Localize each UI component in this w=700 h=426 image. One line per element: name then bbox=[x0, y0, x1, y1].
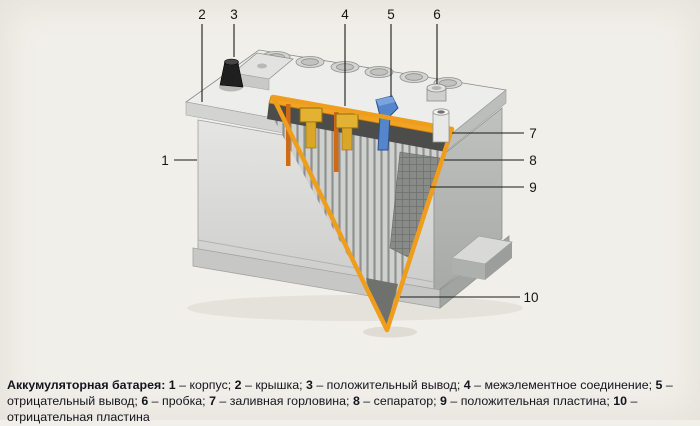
callout-number-9: 9 bbox=[529, 180, 537, 195]
ground-shadow bbox=[187, 295, 523, 321]
caption-item-num: 5 bbox=[655, 378, 663, 393]
callout-number-1: 1 bbox=[161, 153, 169, 168]
callout-number-8: 8 bbox=[529, 153, 537, 168]
callout-number-4: 4 bbox=[341, 7, 349, 22]
caption-item-num: 1 bbox=[168, 378, 176, 393]
callout-number-5: 5 bbox=[387, 7, 395, 22]
callout-number-3: 3 bbox=[230, 7, 238, 22]
vent-plug bbox=[426, 83, 447, 102]
callout-lines bbox=[174, 24, 524, 298]
caption-item-num: 10 bbox=[613, 394, 627, 409]
caption-item-num: 3 bbox=[305, 378, 313, 393]
caption-item-num: 2 bbox=[234, 378, 242, 393]
caption-item-num: 8 bbox=[352, 394, 360, 409]
callout-number-6: 6 bbox=[433, 7, 441, 22]
wedge-shadow bbox=[363, 326, 417, 338]
callout-number-10: 10 bbox=[523, 290, 538, 305]
caption-item-num: 9 bbox=[440, 394, 447, 409]
caption-item-num: 7 bbox=[209, 394, 216, 409]
callout-number-2: 2 bbox=[198, 7, 206, 22]
caption-item-num: 4 bbox=[463, 378, 471, 393]
partition-cut bbox=[334, 112, 339, 172]
interelement-connection bbox=[299, 107, 359, 151]
callout-number-7: 7 bbox=[529, 126, 537, 141]
cut-edge-outline bbox=[270, 94, 455, 333]
caption: Аккумуляторная батарея: 1 – корпус; 2 – … bbox=[7, 378, 694, 426]
partition-cut bbox=[286, 104, 291, 166]
cutaway-section bbox=[267, 94, 455, 333]
caption-item-num: 6 bbox=[141, 394, 149, 409]
lid-block bbox=[232, 52, 294, 91]
positive-terminal bbox=[219, 58, 244, 92]
filler-neck bbox=[432, 108, 450, 143]
caption-title: Аккумуляторная батарея: bbox=[7, 378, 166, 393]
callout-numbers: 1 2 3 4 5 6 7 8 9 10 bbox=[161, 7, 538, 305]
negative-terminal bbox=[375, 95, 399, 151]
